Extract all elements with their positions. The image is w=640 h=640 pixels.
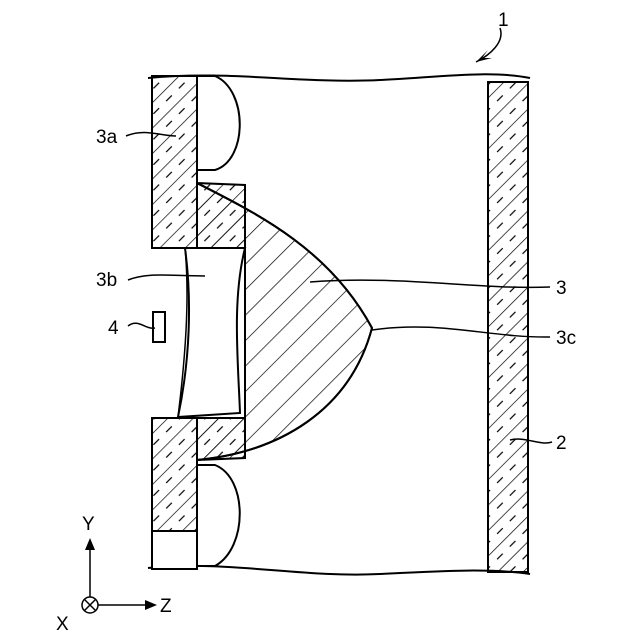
ref-3b-label: 3b bbox=[96, 270, 117, 291]
leader-1 bbox=[476, 28, 501, 62]
component-4 bbox=[153, 312, 165, 342]
ref-3a-label: 3a bbox=[96, 127, 118, 148]
axis-y-label: Y bbox=[82, 514, 95, 535]
ref-1-label: 1 bbox=[498, 10, 509, 31]
ref-3c-label: 3c bbox=[556, 328, 576, 349]
leader-1-arrow bbox=[476, 50, 492, 62]
lens-element-3b bbox=[178, 248, 245, 417]
ref-2-label: 2 bbox=[556, 433, 567, 454]
right-wall-2 bbox=[488, 82, 528, 572]
ref-3-label: 3 bbox=[556, 278, 567, 299]
leader-4 bbox=[128, 323, 155, 328]
axis-z-label: Z bbox=[160, 596, 172, 617]
housing-bottom-edge bbox=[148, 566, 530, 575]
ref-4-label: 4 bbox=[108, 318, 119, 339]
axis-x-label: X bbox=[56, 614, 69, 635]
coordinate-axes bbox=[82, 538, 157, 613]
lower-lens bbox=[197, 465, 240, 566]
upper-lens bbox=[197, 76, 240, 170]
